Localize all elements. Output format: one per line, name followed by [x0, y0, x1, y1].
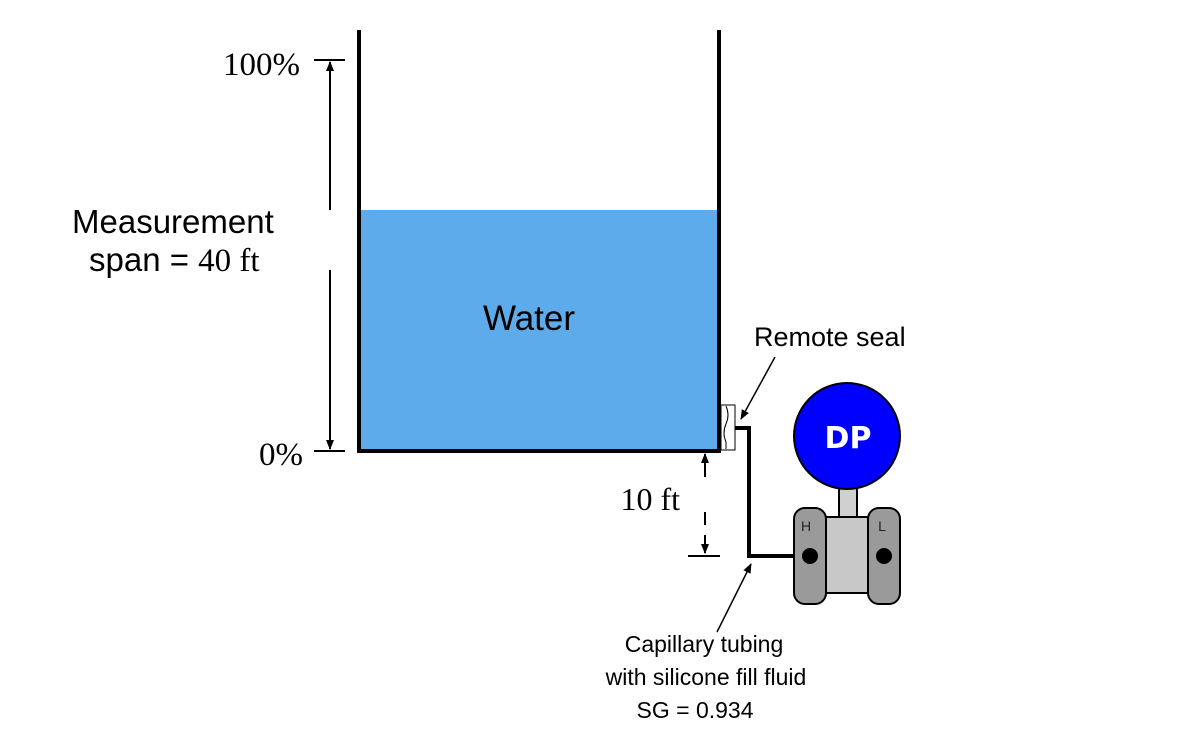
- measurement-span-label-line2: span = 40 ft: [89, 241, 260, 279]
- port-low-label: L: [878, 518, 886, 534]
- remote-seal-label: Remote seal: [754, 322, 906, 352]
- transmitter-label: DP: [825, 421, 872, 456]
- span-value: 40 ft: [198, 243, 259, 279]
- high-port: [802, 548, 818, 564]
- tank-wall: [357, 30, 721, 453]
- capillary-tubing: [735, 426, 810, 558]
- low-port: [876, 548, 892, 564]
- label-0-percent: 0%: [259, 437, 303, 473]
- capillary-label-line1: Capillary tubing: [625, 631, 784, 657]
- capillary-callout-arrow: [716, 563, 752, 633]
- water-fill: [360, 210, 718, 451]
- remote-seal-icon: [720, 404, 736, 451]
- port-high-label: H: [801, 518, 811, 534]
- offset-label: 10 ft: [620, 481, 680, 517]
- remote-seal-callout-arrow: [740, 356, 776, 420]
- capillary-label-line2: with silicone fill fluid: [605, 664, 807, 690]
- measurement-span-label-line1: Measurement: [72, 203, 274, 240]
- fluid-label: Water: [483, 299, 575, 338]
- span-prefix: span =: [89, 241, 198, 278]
- dp-transmitter-icon: [793, 382, 901, 605]
- label-100-percent: 100%: [223, 47, 300, 83]
- capillary-label-line3: SG = 0.934: [637, 697, 754, 723]
